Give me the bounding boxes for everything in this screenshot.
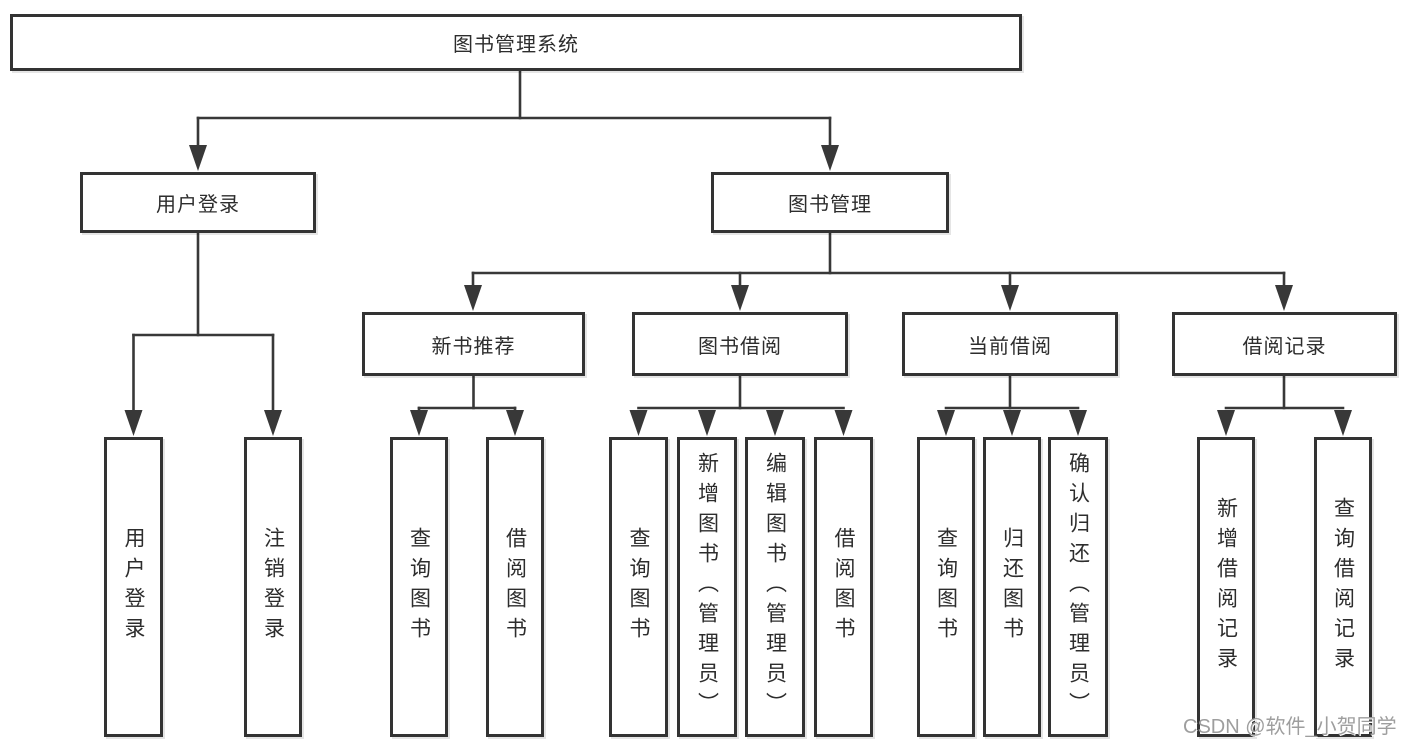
leaf-cb-query-books: 查询图书 [917, 437, 975, 737]
leaf-rec-borrow-books: 借阅图书 [486, 437, 544, 737]
connector-borrow-records [1217, 374, 1352, 436]
connector-new-book-rec [410, 374, 524, 436]
leaf-logout-label: 注销登录 [261, 527, 285, 647]
connector-book-mgmt [464, 231, 1293, 311]
arrow-head-icon [1334, 410, 1352, 436]
leaf-cb-query-books-label: 查询图书 [934, 527, 958, 647]
node-current-borrow-label: 当前借阅 [968, 335, 1052, 358]
arrow-head-icon [698, 410, 716, 436]
leaf-user-login-label: 用户登录 [122, 527, 145, 647]
connector-root [189, 69, 839, 171]
leaf-rec-borrow-books-label: 借阅图书 [503, 527, 527, 647]
node-book-borrow-label: 图书借阅 [698, 335, 782, 358]
leaf-cb-return-books: 归还图书 [983, 437, 1041, 737]
node-borrow-records: 借阅记录 [1172, 312, 1397, 376]
connector-user-login [124, 231, 282, 436]
leaf-bb-edit-books: 编辑图书（管理员） [745, 437, 805, 737]
arrow-head-icon [1217, 410, 1235, 436]
leaf-bb-borrow-books: 借阅图书 [814, 437, 873, 737]
node-book-mgmt-label: 图书管理 [788, 194, 872, 216]
leaf-bb-edit-books-label: 编辑图书（管理员） [763, 452, 787, 722]
arrow-head-icon [834, 410, 853, 436]
leaf-bb-borrow-books-label: 借阅图书 [832, 527, 855, 647]
node-user-login-label: 用户登录 [156, 194, 240, 216]
node-book-mgmt: 图书管理 [711, 172, 949, 233]
node-borrow-records-label: 借阅记录 [1242, 335, 1327, 358]
arrow-head-icon [189, 145, 207, 171]
leaf-bb-add-books-label: 新增图书（管理员） [695, 452, 719, 722]
connector-book-borrow [629, 374, 853, 436]
arrow-head-icon [1069, 410, 1087, 436]
leaf-bb-query-books-label: 查询图书 [627, 527, 650, 647]
node-root-label: 图书管理系统 [453, 34, 579, 56]
leaf-bb-add-books: 新增图书（管理员） [677, 437, 737, 737]
arrow-head-icon [1001, 285, 1019, 311]
arrow-head-icon [1275, 285, 1293, 311]
leaf-cb-confirm-return: 确认归还（管理员） [1048, 437, 1108, 737]
leaf-cb-return-books-label: 归还图书 [1000, 527, 1024, 647]
leaf-logout: 注销登录 [244, 437, 302, 737]
arrow-head-icon [629, 410, 648, 436]
node-user-login: 用户登录 [80, 172, 316, 233]
leaf-rec-query-books-label: 查询图书 [407, 527, 431, 647]
arrow-head-icon [1003, 410, 1021, 436]
node-book-borrow: 图书借阅 [632, 312, 848, 376]
arrow-head-icon [264, 410, 282, 436]
leaf-br-add-record-label: 新增借阅记录 [1214, 497, 1238, 677]
arrow-head-icon [731, 285, 749, 311]
connector-current-borrow [937, 374, 1087, 436]
leaf-br-query-record: 查询借阅记录 [1314, 437, 1372, 737]
leaf-cb-confirm-return-label: 确认归还（管理员） [1066, 452, 1090, 722]
csdn-watermark: CSDN @软件_小贺同学 [1183, 716, 1397, 738]
leaf-bb-query-books: 查询图书 [609, 437, 668, 737]
leaf-br-query-record-label: 查询借阅记录 [1331, 497, 1355, 677]
leaf-user-login: 用户登录 [104, 437, 163, 737]
arrow-head-icon [410, 410, 428, 436]
arrow-head-icon [937, 410, 955, 436]
node-new-book-rec-label: 新书推荐 [431, 335, 516, 358]
node-root: 图书管理系统 [10, 14, 1022, 71]
leaf-br-add-record: 新增借阅记录 [1197, 437, 1255, 737]
arrow-head-icon [464, 285, 482, 311]
arrow-head-icon [506, 410, 524, 436]
arrow-head-icon [821, 145, 839, 171]
node-new-book-rec: 新书推荐 [362, 312, 585, 376]
node-current-borrow: 当前借阅 [902, 312, 1118, 376]
arrow-head-icon [766, 410, 784, 436]
arrow-head-icon [124, 410, 143, 436]
leaf-rec-query-books: 查询图书 [390, 437, 448, 737]
